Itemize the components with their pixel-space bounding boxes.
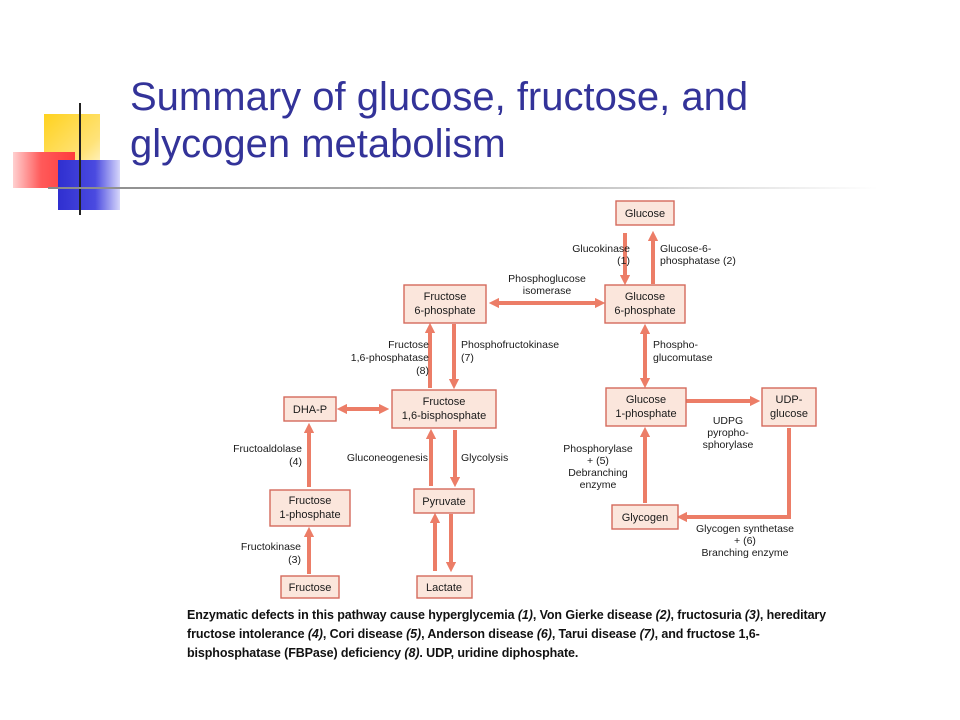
svg-text:Glycogen synthetase: Glycogen synthetase (696, 523, 794, 535)
svg-text:sphorylase: sphorylase (703, 439, 754, 451)
slide-title: Summary of glucose, fructose, and glycog… (130, 75, 749, 166)
svg-text:UDPG: UDPG (713, 415, 743, 427)
caption-text: , Anderson disease (421, 627, 537, 641)
svg-text:Gluconeogenesis: Gluconeogenesis (347, 452, 428, 464)
label-glycogen-synthetase: Glycogen synthetase + (6) Branching enzy… (696, 523, 794, 559)
node-lactate: Lactate (416, 575, 473, 599)
svg-text:Glucose: Glucose (625, 208, 665, 220)
svg-text:Glucose: Glucose (626, 394, 666, 406)
svg-text:Pyruvate: Pyruvate (422, 496, 465, 508)
svg-text:(3): (3) (288, 554, 301, 566)
figure-caption: Enzymatic defects in this pathway cause … (187, 606, 847, 663)
node-udp-glucose: UDP- glucose (761, 387, 817, 427)
svg-text:glucomutase: glucomutase (653, 352, 713, 364)
caption-text: . UDP, uridine diphosphate. (419, 646, 579, 660)
caption-text: , Cori disease (322, 627, 407, 641)
svg-text:pyropho-: pyropho- (707, 427, 749, 439)
node-dha-p: DHA-P (283, 396, 337, 422)
svg-text:phosphatase (2): phosphatase (2) (660, 255, 736, 267)
svg-text:6-phosphate: 6-phosphate (614, 305, 675, 317)
node-fructose-1-phosphate: Fructose 1-phosphate (269, 489, 351, 527)
svg-text:Phosphoglucose: Phosphoglucose (508, 273, 586, 285)
svg-text:Fructokinase: Fructokinase (241, 541, 301, 553)
svg-text:(4): (4) (289, 456, 302, 468)
svg-text:Fructose: Fructose (423, 396, 466, 408)
svg-text:(8): (8) (416, 365, 429, 377)
svg-text:(7): (7) (461, 352, 474, 364)
label-fructose-1-6-phosphatase: Fructose 1,6-phosphatase (8) (351, 339, 429, 377)
svg-text:+ (5): + (5) (587, 455, 609, 467)
title-rule (48, 187, 878, 189)
label-phosphoglucomutase: Phospho- glucomutase (653, 339, 713, 364)
caption-text: , hereditary fructose intolerance (187, 608, 827, 641)
caption-text: , Tarui disease (551, 627, 640, 641)
label-glucokinase: Glucokinase (1) (572, 243, 630, 267)
svg-text:isomerase: isomerase (523, 285, 572, 297)
label-fructoaldolase: Fructoaldolase (4) (233, 443, 302, 468)
caption-text: , Von Gierke disease (532, 608, 656, 622)
svg-text:1,6-phosphatase: 1,6-phosphatase (351, 352, 429, 364)
deco-blue-square (58, 160, 120, 210)
svg-text:Branching enzyme: Branching enzyme (702, 547, 789, 559)
node-fructose: Fructose (280, 575, 340, 599)
svg-text:Glucose: Glucose (625, 291, 665, 303)
svg-text:enzyme: enzyme (580, 479, 617, 491)
caption-ref: (3) (744, 608, 760, 622)
caption-ref: (7) (639, 627, 655, 641)
svg-text:Glucokinase: Glucokinase (572, 243, 630, 255)
svg-text:1-phosphate: 1-phosphate (279, 509, 340, 521)
svg-text:1,6-bisphosphate: 1,6-bisphosphate (402, 410, 486, 422)
label-glycolysis: Glycolysis (461, 452, 508, 464)
caption-text: , fructosuria (670, 608, 745, 622)
svg-text:Glycolysis: Glycolysis (461, 452, 508, 464)
svg-text:glucose: glucose (770, 408, 808, 420)
caption-text: Enzymatic defects in this pathway cause … (187, 608, 518, 622)
svg-text:UDP-: UDP- (776, 394, 803, 406)
svg-text:Glycogen: Glycogen (622, 512, 668, 524)
svg-text:(1): (1) (617, 255, 630, 267)
svg-text:Fructose: Fructose (388, 339, 429, 351)
node-glycogen: Glycogen (611, 504, 679, 530)
caption-ref: (1) (517, 608, 533, 622)
caption-text: , and fructose 1,6-bisphosphatase (FBPas… (187, 627, 760, 660)
label-fructokinase: Fructokinase (3) (241, 541, 301, 566)
pathway-arrows (303, 230, 791, 574)
svg-text:+ (6): + (6) (734, 535, 756, 547)
node-pyruvate: Pyruvate (413, 488, 475, 514)
caption-ref: (2) (655, 608, 671, 622)
svg-text:DHA-P: DHA-P (293, 404, 327, 416)
caption-ref: (8) (404, 646, 420, 660)
node-fructose-1-6-bisphosphate: Fructose 1,6-bisphosphate (391, 389, 497, 429)
svg-text:Lactate: Lactate (426, 582, 462, 594)
svg-text:Debranching: Debranching (568, 467, 628, 479)
svg-text:Phosphorylase: Phosphorylase (563, 443, 633, 455)
label-glucose-6-phosphatase: Glucose-6- phosphatase (2) (660, 243, 736, 267)
svg-text:Fructose: Fructose (424, 291, 467, 303)
label-gluconeogenesis: Gluconeogenesis (347, 452, 428, 464)
svg-text:6-phosphate: 6-phosphate (414, 305, 475, 317)
node-glucose: Glucose (615, 200, 675, 226)
caption-ref: (5) (406, 627, 422, 641)
arrow-udpg-to-glycogen (676, 428, 791, 523)
svg-text:Phosphofructokinase: Phosphofructokinase (461, 339, 559, 351)
svg-text:Fructose: Fructose (289, 495, 332, 507)
svg-text:Fructoaldolase: Fructoaldolase (233, 443, 302, 455)
caption-ref: (4) (307, 627, 323, 641)
svg-text:Glucose-6-: Glucose-6- (660, 243, 712, 255)
svg-text:1-phosphate: 1-phosphate (615, 408, 676, 420)
deco-vertical-line (79, 103, 81, 215)
label-phosphorylase: Phosphorylase + (5) Debranching enzyme (563, 443, 633, 491)
caption-ref: (6) (536, 627, 552, 641)
node-fructose-6-phosphate: Fructose 6-phosphate (403, 284, 487, 324)
svg-text:Fructose: Fructose (289, 582, 332, 594)
svg-text:Phospho-: Phospho- (653, 339, 698, 351)
label-phosphofructokinase: Phosphofructokinase (7) (461, 339, 559, 364)
node-glucose-1-phosphate: Glucose 1-phosphate (605, 387, 687, 427)
node-glucose-6-phosphate: Glucose 6-phosphate (604, 284, 686, 324)
label-phosphoglucose-isomerase: Phosphoglucose isomerase (508, 273, 586, 297)
label-udpg-pyrophosphorylase: UDPG pyropho- sphorylase (703, 415, 754, 451)
